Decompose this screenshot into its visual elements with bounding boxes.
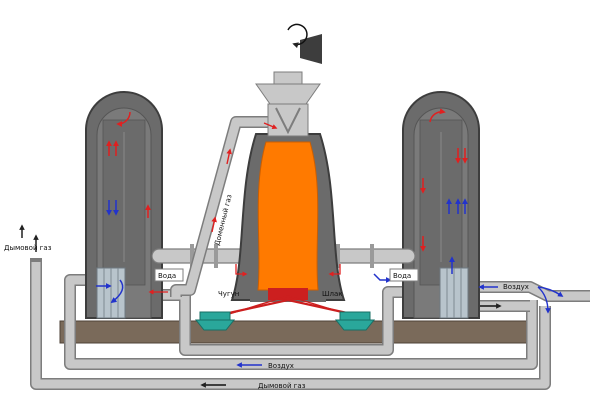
right-stove-flow-arrows xyxy=(373,108,468,283)
slag-ladle xyxy=(334,311,376,331)
water-label-left: Вода xyxy=(158,272,176,280)
flue-gas-label-left: Дымовой газ xyxy=(4,244,52,252)
air-label-right: Воздух xyxy=(503,283,529,291)
flue-gas-return-pipe xyxy=(64,274,538,370)
water-label-right: Вода xyxy=(393,272,411,280)
slag-label: Шлак xyxy=(322,290,342,298)
left-hot-blast-stove xyxy=(85,91,163,319)
blast-furnace xyxy=(230,133,346,302)
water-box-left xyxy=(154,268,184,282)
left-stove-flow-arrows xyxy=(96,111,151,304)
pig-iron-label: Чугун xyxy=(218,290,239,298)
air-label-bottom: Воздух xyxy=(268,362,294,370)
flue-gas-label-bottom: Дымовой газ xyxy=(258,382,306,390)
flue-gas-outer-pipe xyxy=(30,262,551,390)
blast-furnace-gas-pipe xyxy=(170,116,268,297)
water-box-right xyxy=(389,268,419,282)
foundation xyxy=(59,320,531,344)
right-checker-bricks xyxy=(439,267,469,319)
pig-iron-ladle xyxy=(194,311,236,331)
tuyere-arrows xyxy=(148,122,341,295)
molten-charge xyxy=(257,141,319,291)
skip-hoist-icon xyxy=(287,23,322,64)
pipe-flow-arrows xyxy=(19,148,564,388)
furnace-top xyxy=(255,71,321,137)
